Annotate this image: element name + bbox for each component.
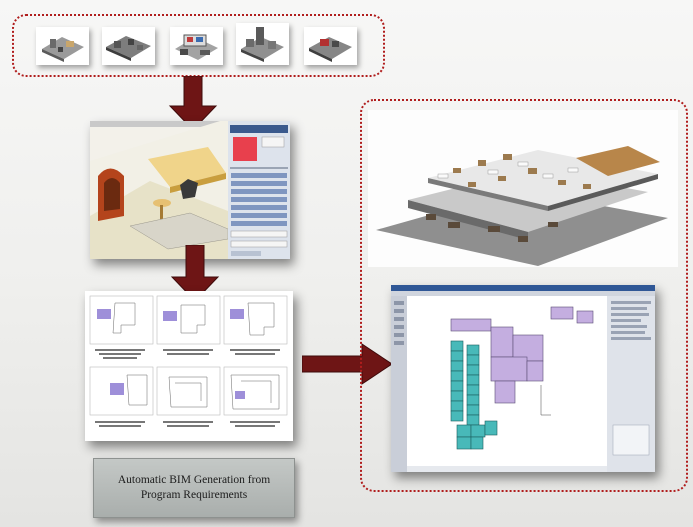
module-thumbnail-5[interactable]	[304, 27, 357, 65]
caption-box: Automatic BIM Generation from Program Re…	[93, 458, 295, 518]
floor-plan-variants-sheet	[85, 291, 293, 441]
module-thumbnail-1[interactable]	[36, 27, 89, 65]
bim-3d-model-view	[368, 110, 678, 267]
module-thumbnail-2[interactable]	[102, 27, 155, 65]
arrow-right-icon	[302, 342, 394, 386]
arrow-down-icon	[170, 245, 220, 303]
module-thumbnail-4[interactable]	[236, 23, 289, 65]
caption-line-1: Automatic BIM Generation from	[117, 474, 271, 486]
caption-line-2: Program Requirements	[140, 489, 248, 501]
arrow-down-icon	[168, 76, 218, 132]
bim-floor-plan-cad-window	[391, 285, 655, 472]
module-thumbnail-3[interactable]	[170, 27, 223, 65]
bim-output-frame	[360, 99, 688, 492]
interior-design-screenshot	[90, 121, 290, 259]
